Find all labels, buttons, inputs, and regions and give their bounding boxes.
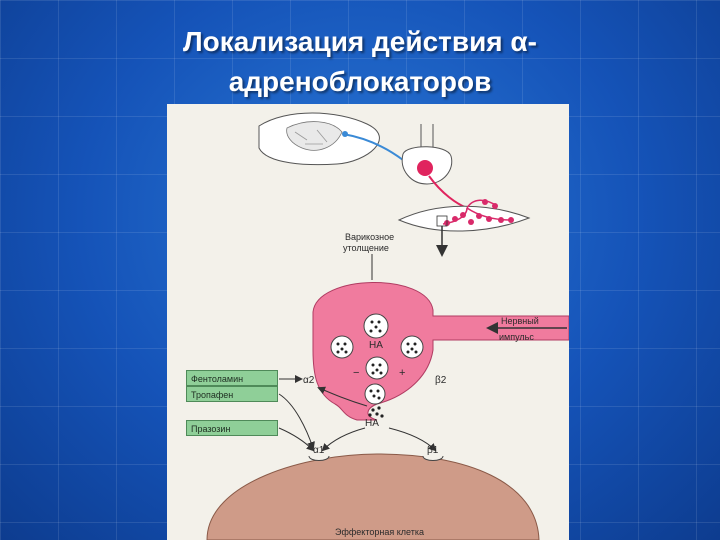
impulse-label-2: импульс bbox=[499, 332, 534, 342]
effector-cell bbox=[206, 453, 540, 540]
tissue-drawing bbox=[397, 199, 531, 257]
na-top-label: НА bbox=[369, 340, 383, 351]
varicose-label-1: Варикозное bbox=[345, 232, 394, 242]
varicose-label-2: утолщение bbox=[343, 243, 389, 253]
vesicles bbox=[330, 313, 424, 418]
alpha2-receptor: α2 bbox=[303, 375, 315, 386]
spinal-cord-drawing bbox=[258, 112, 404, 166]
ganglion-drawing bbox=[401, 124, 468, 209]
impulse-label-1: Нервный bbox=[501, 316, 539, 326]
title-line-1: Локализация действия α- bbox=[183, 26, 537, 57]
plus-sign: + bbox=[399, 367, 405, 379]
drug-label-phentolamine: Фентоламин bbox=[186, 370, 278, 386]
alpha1-receptor: α1 bbox=[313, 445, 325, 456]
na-bottom-label: НА bbox=[365, 418, 379, 429]
beta1-receptor: β1 bbox=[427, 445, 439, 456]
effector-label: Эффекторная клетка bbox=[335, 527, 424, 537]
drug-label-prazosin: Празозин bbox=[186, 420, 278, 436]
slide-title: Локализация действия α- адреноблокаторов bbox=[0, 22, 720, 102]
title-line-2: адреноблокаторов bbox=[228, 66, 492, 97]
figure-diagram: Варикозное утолщение bbox=[167, 104, 569, 540]
beta2-receptor: β2 bbox=[435, 375, 447, 386]
minus-sign: − bbox=[353, 367, 359, 379]
drug-label-tropafen: Тропафен bbox=[186, 386, 278, 402]
diagram-svg: Варикозное утолщение bbox=[206, 112, 569, 540]
